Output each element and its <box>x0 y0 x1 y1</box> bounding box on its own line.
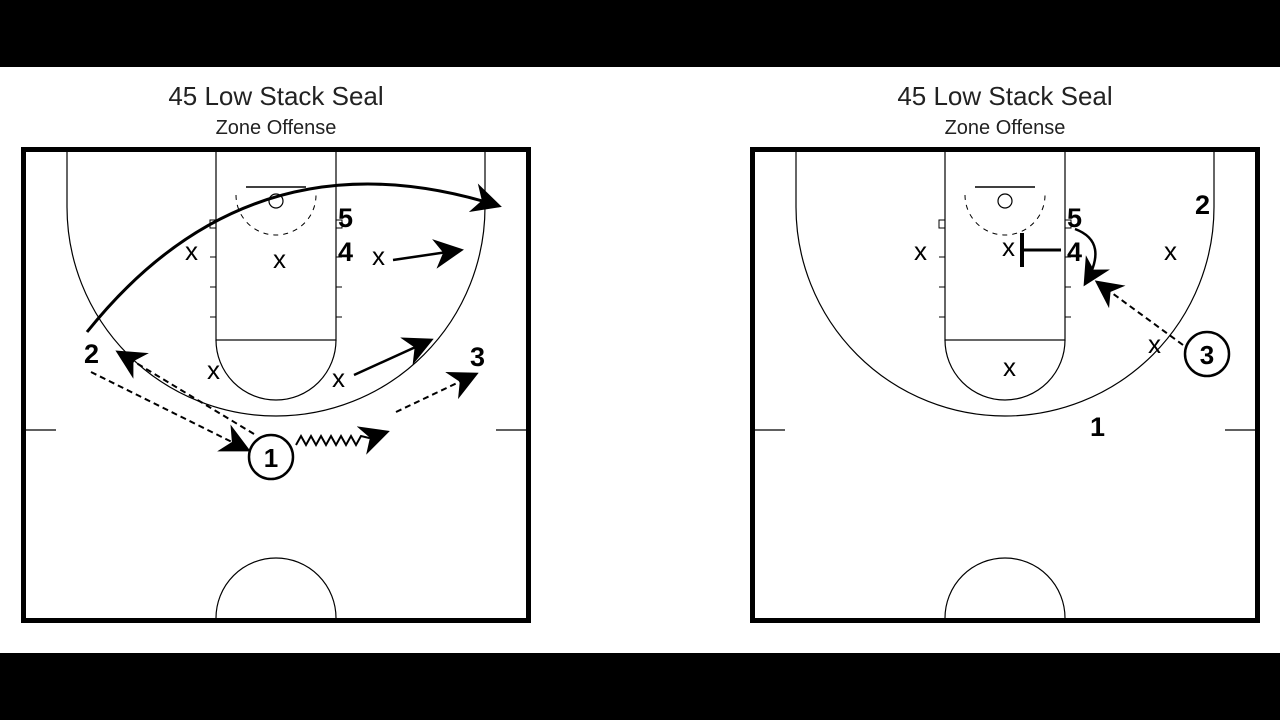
defender-x: x <box>1002 232 1015 262</box>
roll-path-4 <box>1074 227 1110 287</box>
half-court: x x x x x 5 4 2 3 1 <box>21 147 531 623</box>
defender-x: x <box>372 241 385 271</box>
defender-x: x <box>914 236 927 266</box>
dribble-path-1 <box>295 426 390 455</box>
defender-slide-high <box>392 239 464 269</box>
diagram-left: 45 Low Stack Seal Zone Offense <box>21 67 531 653</box>
defender-x: x <box>207 355 220 385</box>
restricted-area <box>964 194 1046 236</box>
player-4: 4 <box>1067 237 1082 267</box>
center-circle <box>215 557 337 619</box>
defender-x: x <box>185 236 198 266</box>
player-2: 2 <box>84 339 99 369</box>
defender-slide-wing <box>353 337 434 377</box>
player-5: 5 <box>338 203 353 233</box>
lane-block <box>335 219 343 229</box>
three-point-line <box>795 150 1215 417</box>
pass-1-to-2 <box>115 350 255 435</box>
restricted-area <box>235 194 317 236</box>
slide: 45 Low Stack Seal Zone Offense <box>0 67 1280 653</box>
player-3: 3 <box>1200 340 1214 370</box>
diagram-right: 45 Low Stack Seal Zone Offense <box>750 67 1260 653</box>
diagram-subtitle: Zone Offense <box>944 117 1066 139</box>
pass-3-to-4 <box>1094 280 1184 346</box>
court-boundary <box>750 147 1260 623</box>
lane-hash-marks <box>210 256 342 318</box>
player-4: 4 <box>338 237 353 267</box>
player-3: 3 <box>470 342 485 372</box>
free-throw-lane <box>944 149 1066 341</box>
diagram-subtitle: Zone Offense <box>215 117 337 139</box>
player-1: 1 <box>1090 412 1105 442</box>
defender-x: x <box>1164 236 1177 266</box>
player-2: 2 <box>1195 190 1210 220</box>
diagram-title: 45 Low Stack Seal <box>897 81 1113 111</box>
lane-hash-marks <box>939 256 1071 318</box>
defender-x: x <box>1003 352 1016 382</box>
player-1: 1 <box>264 443 278 473</box>
letterbox-bottom <box>0 653 1280 720</box>
letterbox-top <box>0 0 1280 67</box>
center-circle <box>944 557 1066 619</box>
defender-x: x <box>1148 329 1161 359</box>
passer-circle <box>1183 330 1231 378</box>
rim <box>997 193 1013 209</box>
player-5: 5 <box>1067 203 1082 233</box>
lane-block <box>1064 219 1072 229</box>
three-point-line <box>66 150 486 417</box>
free-throw-circle <box>944 339 1066 401</box>
half-court: x x x x x 5 4 2 1 3 <box>750 147 1260 623</box>
cut-3 <box>395 372 479 413</box>
rim <box>268 193 284 209</box>
diagram-title: 45 Low Stack Seal <box>168 81 384 111</box>
lane-block <box>938 219 946 229</box>
free-throw-circle <box>215 339 337 401</box>
move-2-to-1 <box>90 371 251 452</box>
cut-path-2 <box>85 182 502 333</box>
defender-x: x <box>273 244 286 274</box>
ball-handler-circle <box>247 433 295 481</box>
free-throw-lane <box>215 149 337 341</box>
defender-x: x <box>332 363 345 393</box>
